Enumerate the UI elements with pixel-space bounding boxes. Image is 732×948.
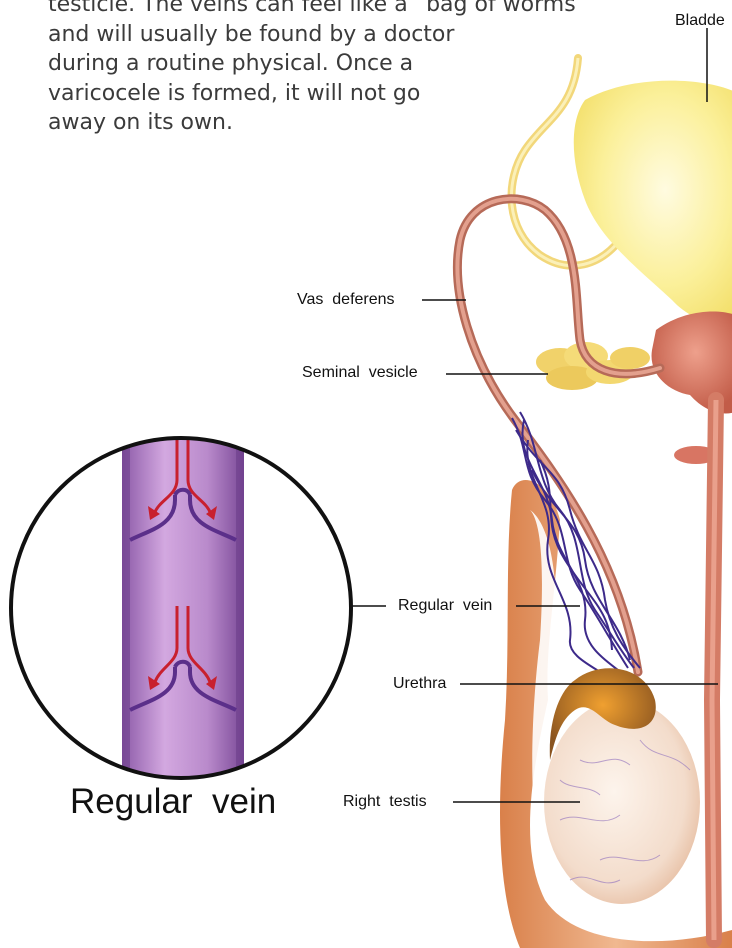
bladder	[574, 81, 732, 324]
vein-inset	[0, 420, 370, 800]
inset-caption: Regular vein	[70, 782, 276, 822]
label-seminal-vesicle: Seminal vesicle	[302, 364, 418, 382]
label-right-testis: Right testis	[343, 793, 427, 811]
label-bladder: Bladde	[675, 12, 725, 30]
label-urethra: Urethra	[393, 675, 446, 693]
label-vas-deferens: Vas deferens	[297, 291, 395, 309]
label-regular-vein: Regular vein	[398, 597, 492, 615]
